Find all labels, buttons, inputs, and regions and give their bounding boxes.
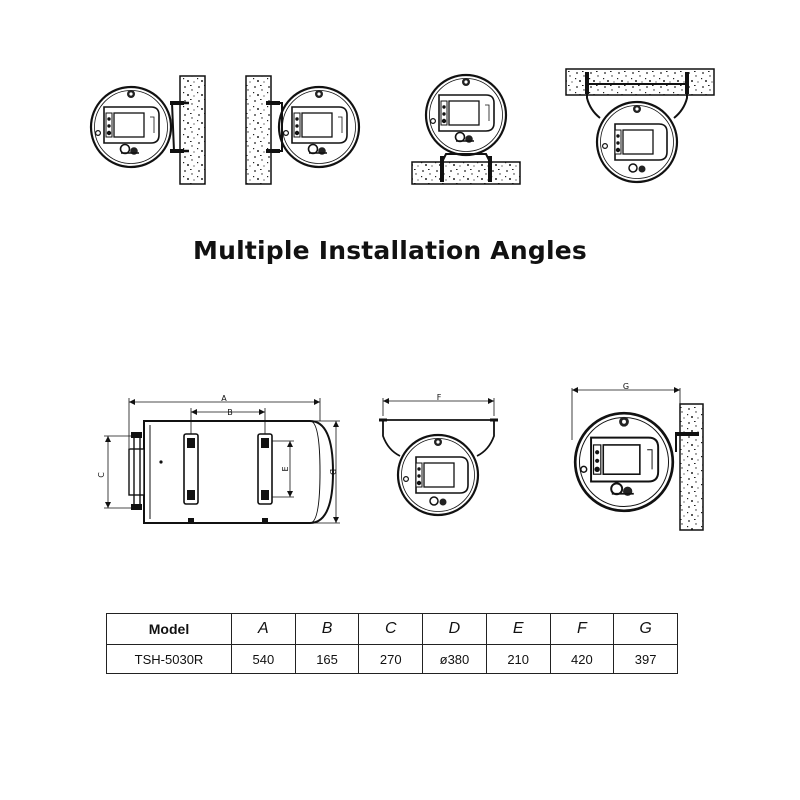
dimension-label-a: A bbox=[221, 394, 227, 403]
wall-slab bbox=[679, 403, 704, 531]
dimension-label-c: C bbox=[97, 472, 106, 478]
table-header-cell: C bbox=[358, 613, 424, 645]
wall-slab bbox=[245, 75, 272, 185]
table-cell: 270 bbox=[358, 644, 424, 674]
table-header-cell: G bbox=[613, 613, 678, 645]
install-angle-wall-left bbox=[245, 75, 361, 185]
dimension-label-g: G bbox=[623, 382, 629, 391]
install-angle-wall-right bbox=[89, 75, 206, 185]
wall-slab bbox=[179, 75, 206, 185]
table-header-cell: E bbox=[485, 613, 551, 645]
table-header-cell: Model bbox=[106, 613, 232, 645]
table-cell-model: TSH-5030R bbox=[106, 644, 232, 674]
front-view-ceiling-drawing: F bbox=[379, 393, 498, 517]
side-view-drawing: A B C E D bbox=[97, 394, 340, 524]
dimension-spec-table: Model A B C D E F G TSH-5030R 540 165 27… bbox=[106, 613, 678, 674]
install-angle-floor bbox=[411, 73, 521, 185]
ceiling-slab bbox=[565, 68, 715, 96]
dimension-label-d: D bbox=[328, 469, 337, 475]
water-heater-front-icon bbox=[396, 433, 480, 517]
dimension-label-f: F bbox=[437, 393, 442, 402]
table-cell: 210 bbox=[485, 644, 551, 674]
table-header-cell: D bbox=[422, 613, 487, 645]
table-header-cell: F bbox=[549, 613, 615, 645]
floor-slab bbox=[411, 161, 521, 185]
water-heater-front-icon bbox=[424, 73, 508, 157]
table-header-cell: A bbox=[231, 613, 296, 645]
table-cell: 397 bbox=[613, 644, 678, 674]
dimension-label-b: B bbox=[227, 408, 233, 417]
table-cell: 420 bbox=[549, 644, 615, 674]
water-heater-front-icon bbox=[89, 85, 173, 169]
table-row: TSH-5030R 540 165 270 ø380 210 420 397 bbox=[106, 644, 678, 674]
install-angle-ceiling bbox=[565, 68, 715, 184]
water-heater-front-icon bbox=[573, 411, 675, 513]
dimension-label-e: E bbox=[281, 466, 290, 471]
table-header-row: Model A B C D E F G bbox=[106, 613, 678, 645]
table-header-cell: B bbox=[294, 613, 360, 645]
diagram-title: Multiple Installation Angles bbox=[193, 236, 587, 265]
table-cell: 165 bbox=[294, 644, 360, 674]
water-heater-front-icon bbox=[277, 85, 361, 169]
table-cell: 540 bbox=[231, 644, 296, 674]
table-cell: ø380 bbox=[422, 644, 487, 674]
water-heater-front-icon bbox=[595, 100, 679, 184]
front-view-wall-drawing: G bbox=[571, 382, 704, 531]
